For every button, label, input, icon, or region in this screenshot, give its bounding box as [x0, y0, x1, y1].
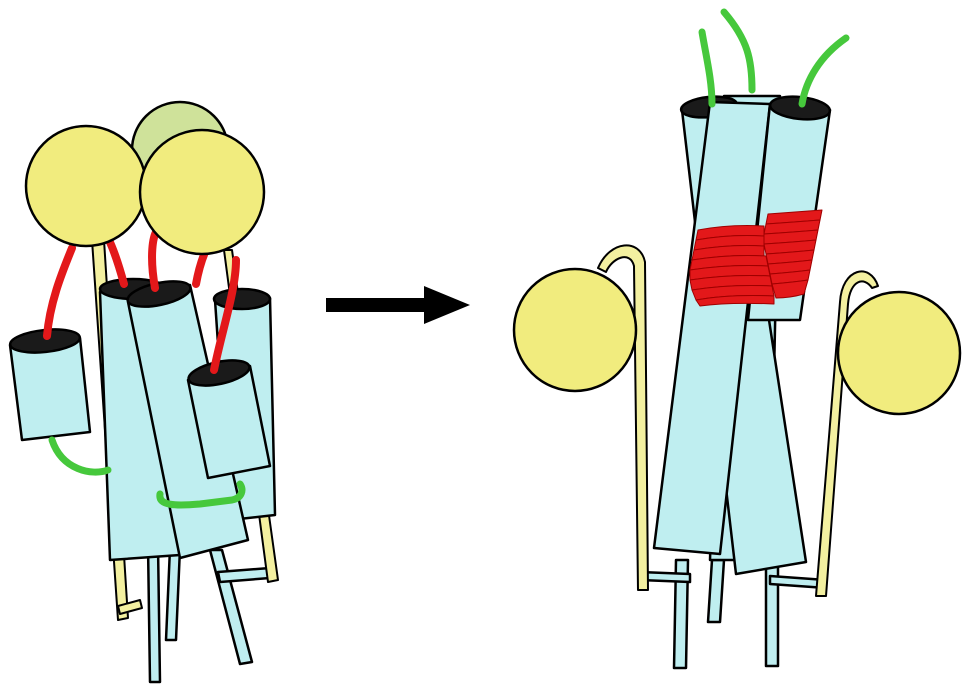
- green-tail: [802, 38, 846, 104]
- stalk: [210, 550, 252, 664]
- red-linker: [108, 238, 124, 284]
- green-tail: [724, 12, 752, 90]
- coiled-coil-right: [764, 210, 822, 298]
- helix-end: [214, 289, 270, 309]
- coiled-coil-left: [690, 226, 774, 307]
- globular-domain: [514, 269, 636, 391]
- globular-domain: [26, 126, 146, 246]
- stalk: [166, 548, 180, 640]
- red-linker: [47, 248, 72, 336]
- right-structure: [514, 12, 960, 668]
- red-linker: [152, 232, 156, 288]
- stalk: [708, 560, 724, 622]
- globular-domain: [838, 292, 960, 414]
- arrow-right-icon: [326, 286, 470, 324]
- green-loop: [52, 440, 108, 472]
- left-structure: [9, 102, 278, 682]
- helix: [10, 338, 90, 440]
- green-tail: [702, 32, 712, 104]
- globular-domain: [140, 130, 264, 254]
- stalk: [148, 545, 160, 682]
